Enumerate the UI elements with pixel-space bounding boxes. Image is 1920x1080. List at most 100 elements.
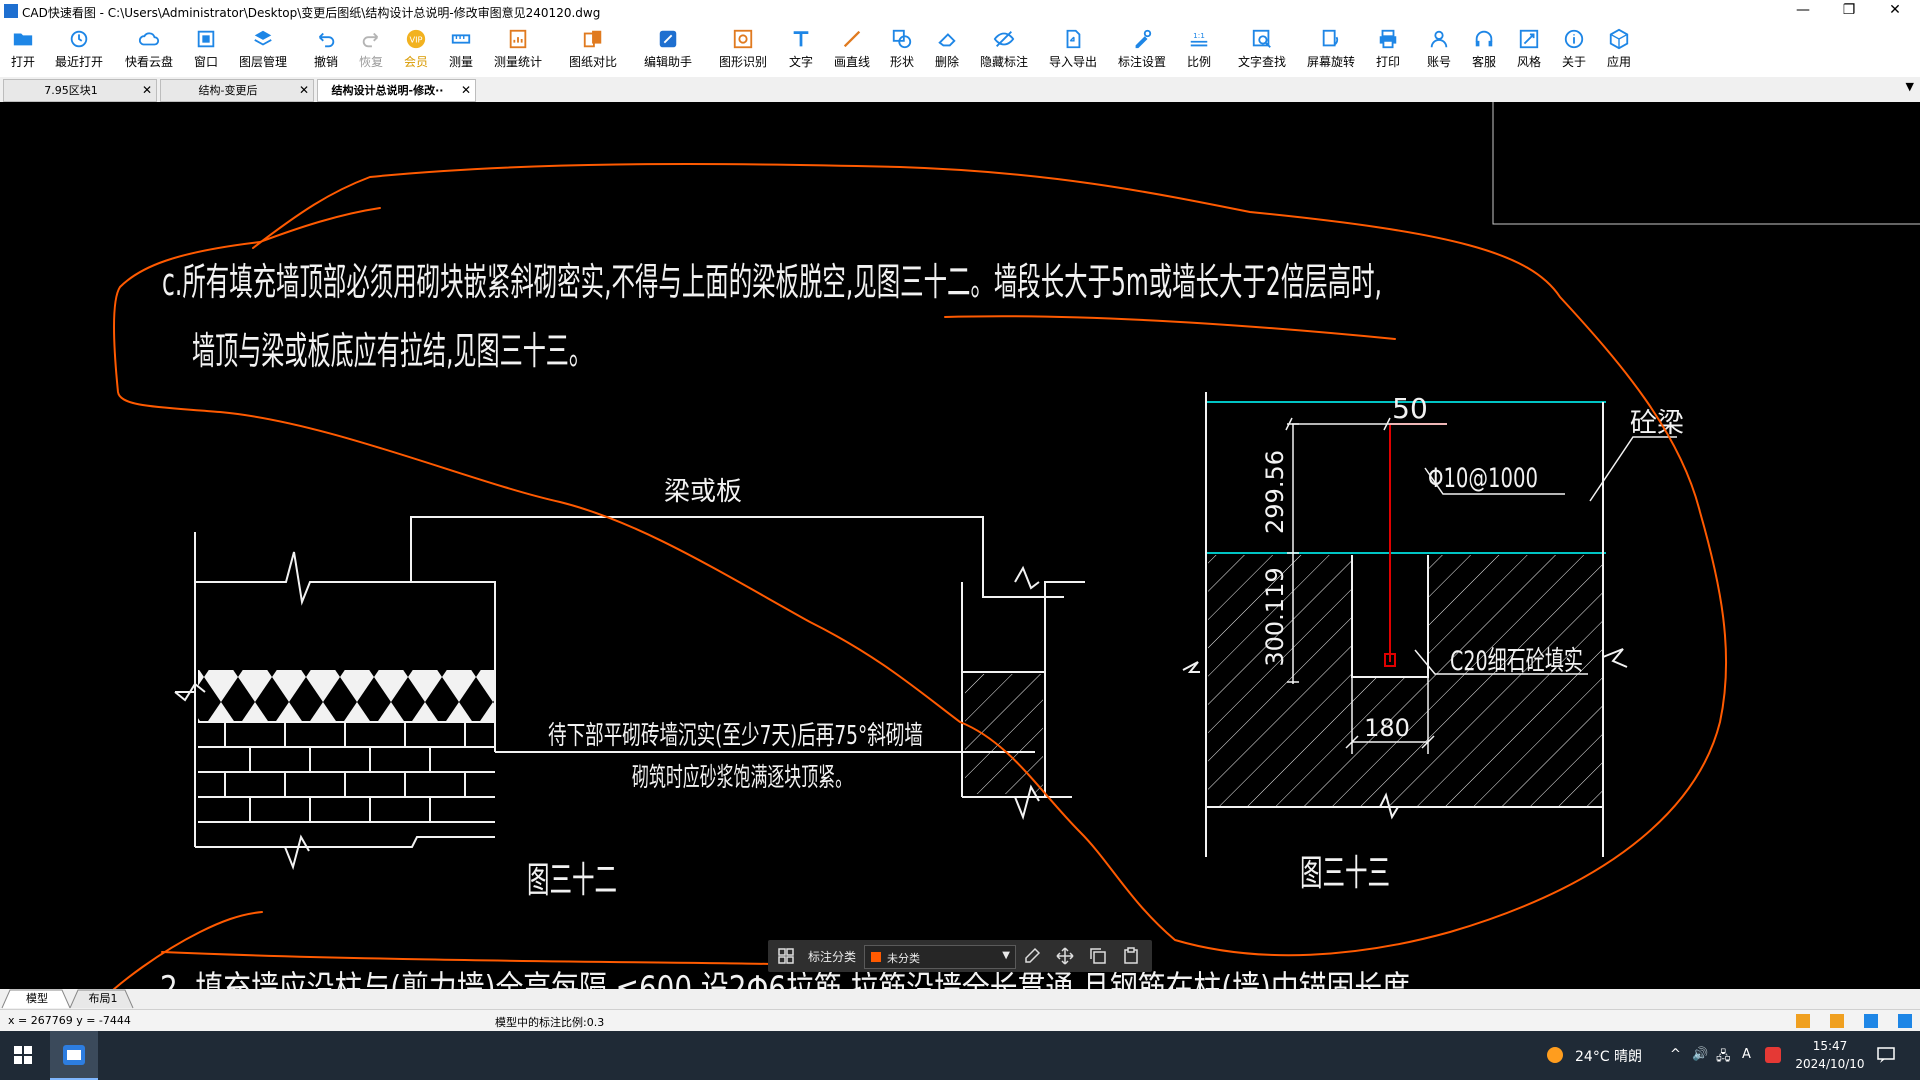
fig33-caption: 图三十三 bbox=[1300, 853, 1390, 894]
svg-text:1:1: 1:1 bbox=[1193, 31, 1205, 40]
layer-manager-button[interactable]: 图层管理 bbox=[233, 28, 293, 74]
tab-close-icon[interactable]: ✕ bbox=[460, 83, 471, 97]
annotation-scale-readout: 模型中的标注比例:0.3 bbox=[495, 1016, 605, 1029]
weather-text[interactable]: 24°C 晴朗 bbox=[1575, 1049, 1643, 1065]
status-icon-2[interactable] bbox=[1830, 1014, 1844, 1028]
svg-text:VIP: VIP bbox=[409, 35, 422, 45]
measure-button[interactable]: 测量 bbox=[431, 28, 491, 74]
cad-app-icon bbox=[63, 1045, 85, 1065]
import-export-icon bbox=[1066, 29, 1081, 49]
edit-icon[interactable] bbox=[1022, 946, 1042, 966]
apps-icon bbox=[1609, 28, 1629, 50]
eraser-icon bbox=[938, 33, 956, 47]
column-hatch bbox=[965, 674, 1043, 794]
fig32-caption: 图三十二 bbox=[527, 860, 617, 901]
tab-close-icon[interactable]: ✕ bbox=[141, 83, 152, 97]
document-tab-bar: 7.95区块1 ✕ 结构-变更后 ✕ 结构设计总说明-修改·· ✕ bbox=[0, 77, 1920, 103]
hide-annotation-button[interactable]: 隐藏标注 bbox=[974, 28, 1034, 74]
print-button[interactable]: 打印 bbox=[1358, 28, 1418, 74]
redo-button[interactable]: 恢复 bbox=[341, 28, 401, 74]
vip-button[interactable]: VIP 会员 bbox=[386, 28, 446, 74]
rotate-screen-icon bbox=[1322, 29, 1339, 47]
annotation-category-select[interactable]: 未分类 ▼ bbox=[864, 945, 1016, 969]
tab-close-icon[interactable]: ✕ bbox=[298, 83, 309, 97]
layers-icon bbox=[254, 30, 272, 46]
tab-structure-design-notes[interactable]: 结构设计总说明-修改·· ✕ bbox=[317, 79, 476, 102]
about-button[interactable]: 关于 bbox=[1544, 28, 1604, 74]
clock[interactable]: 15:47 2024/10/10 bbox=[1795, 1039, 1865, 1071]
maximize-button[interactable]: ❐ bbox=[1842, 2, 1856, 18]
window-title: CAD快速看图 - C:\Users\Administrator\Desktop… bbox=[22, 6, 601, 20]
draw-line-button[interactable]: 画直线 bbox=[822, 28, 882, 74]
cloud-icon bbox=[138, 32, 160, 46]
brick-courses bbox=[198, 721, 495, 823]
windows-start-icon[interactable] bbox=[14, 1046, 32, 1064]
minimize-button[interactable]: — bbox=[1796, 2, 1810, 18]
input-method-icon[interactable]: A bbox=[1742, 1047, 1751, 1062]
text-search-button[interactable]: 文字查找 bbox=[1232, 28, 1292, 74]
app-logo-icon bbox=[4, 4, 18, 18]
window-icon bbox=[197, 30, 215, 48]
dim-50-label: 50 bbox=[1392, 392, 1428, 425]
measure-stats-icon bbox=[509, 29, 527, 49]
grid-icon[interactable] bbox=[776, 946, 796, 966]
cloud-drive-button[interactable]: 快看云盘 bbox=[119, 28, 179, 74]
drawing-svg: c.所有填充墙顶部必须用砌块嵌紧斜砌密实,不得与上面的梁板脱空,见图三十二。墙段… bbox=[112, 102, 1920, 989]
text-icon bbox=[793, 31, 809, 47]
compare-drawings-button[interactable]: 图纸对比 bbox=[563, 28, 623, 74]
apps-button[interactable]: 应用 bbox=[1589, 28, 1649, 74]
shape-button[interactable]: 形状 bbox=[872, 28, 932, 74]
status-icon-4[interactable] bbox=[1898, 1014, 1912, 1028]
style-icon bbox=[1519, 29, 1539, 49]
annotation-settings-icon bbox=[1135, 29, 1152, 49]
status-bar: x = 267769 y = -7444 模型中的标注比例:0.3 bbox=[0, 1009, 1920, 1032]
volume-icon[interactable]: 🔊 bbox=[1692, 1047, 1709, 1062]
edit-assistant-button[interactable]: 编辑助手 bbox=[638, 28, 698, 74]
dim-300-label: 300.119 bbox=[1261, 567, 1289, 666]
tab-model[interactable]: 模型 bbox=[26, 992, 48, 1005]
paste-icon[interactable] bbox=[1121, 946, 1141, 966]
annotation-settings-button[interactable]: 标注设置 bbox=[1112, 28, 1172, 74]
text-search-icon bbox=[1252, 29, 1271, 48]
tab-list-dropdown-icon[interactable]: ▼ bbox=[1905, 80, 1914, 93]
drawing-canvas[interactable]: c.所有填充墙顶部必须用砌块嵌紧斜砌密实,不得与上面的梁板脱空,见图三十二。墙段… bbox=[0, 102, 1920, 989]
account-button[interactable]: 账号 bbox=[1409, 28, 1469, 74]
window-button[interactable]: 窗口 bbox=[176, 28, 236, 74]
undo-button[interactable]: 撤销 bbox=[296, 28, 356, 74]
style-button[interactable]: 风格 bbox=[1499, 28, 1559, 74]
account-icon bbox=[1430, 30, 1448, 48]
text-button[interactable]: 文字 bbox=[771, 28, 831, 74]
rebar-spec-label: Φ10@1000 bbox=[1428, 463, 1538, 494]
open-button[interactable]: 打开 bbox=[0, 28, 53, 74]
title-bar: CAD快速看图 - C:\Users\Administrator\Desktop… bbox=[0, 0, 1920, 22]
move-icon[interactable] bbox=[1055, 946, 1075, 966]
copy-icon[interactable] bbox=[1088, 946, 1108, 966]
scale-icon: 1:1 bbox=[1190, 31, 1208, 47]
tray-chevron-icon[interactable]: ^ bbox=[1670, 1047, 1681, 1062]
tab-layout-1[interactable]: 布局1 bbox=[88, 992, 118, 1005]
info-icon bbox=[1564, 29, 1584, 49]
fig32-note-line-1: 待下部平砌砖墙沉实(至少7天)后再75°斜砌墙 bbox=[548, 721, 923, 751]
tab-structure-revised[interactable]: 结构-变更后 ✕ bbox=[160, 79, 314, 102]
shape-recognition-button[interactable]: 图形识别 bbox=[713, 28, 773, 74]
recent-open-button[interactable]: 最近打开 bbox=[49, 28, 109, 74]
scale-button[interactable]: 1:1 比例 bbox=[1169, 28, 1229, 74]
network-icon[interactable]: 🖧 bbox=[1716, 1049, 1731, 1064]
tab-7-95-block[interactable]: 7.95区块1 ✕ bbox=[3, 79, 157, 102]
annotation-category-bar: 标注分类 未分类 ▼ bbox=[768, 940, 1152, 972]
rotate-screen-button[interactable]: 屏幕旋转 bbox=[1301, 28, 1361, 74]
sogou-ime-icon[interactable] bbox=[1765, 1047, 1781, 1063]
status-icon-3[interactable] bbox=[1864, 1014, 1878, 1028]
measure-icon bbox=[451, 34, 471, 44]
layout-tab-shapes bbox=[1, 989, 134, 1009]
measure-stats-button[interactable]: 测量统计 bbox=[488, 28, 548, 74]
close-button[interactable]: ✕ bbox=[1889, 2, 1901, 18]
import-export-button[interactable]: 导入导出 bbox=[1043, 28, 1103, 74]
delete-button[interactable]: 删除 bbox=[917, 28, 977, 74]
notification-icon[interactable] bbox=[1876, 1046, 1896, 1064]
status-icon-1[interactable] bbox=[1796, 1014, 1810, 1028]
customer-service-button[interactable]: 客服 bbox=[1454, 28, 1514, 74]
concrete-beam-label: 砼梁 bbox=[1630, 408, 1684, 439]
taskbar-cad-app[interactable] bbox=[50, 1031, 98, 1080]
note-line-2: 墙顶与梁或板底应有拉结,见图三十三。 bbox=[192, 329, 592, 373]
